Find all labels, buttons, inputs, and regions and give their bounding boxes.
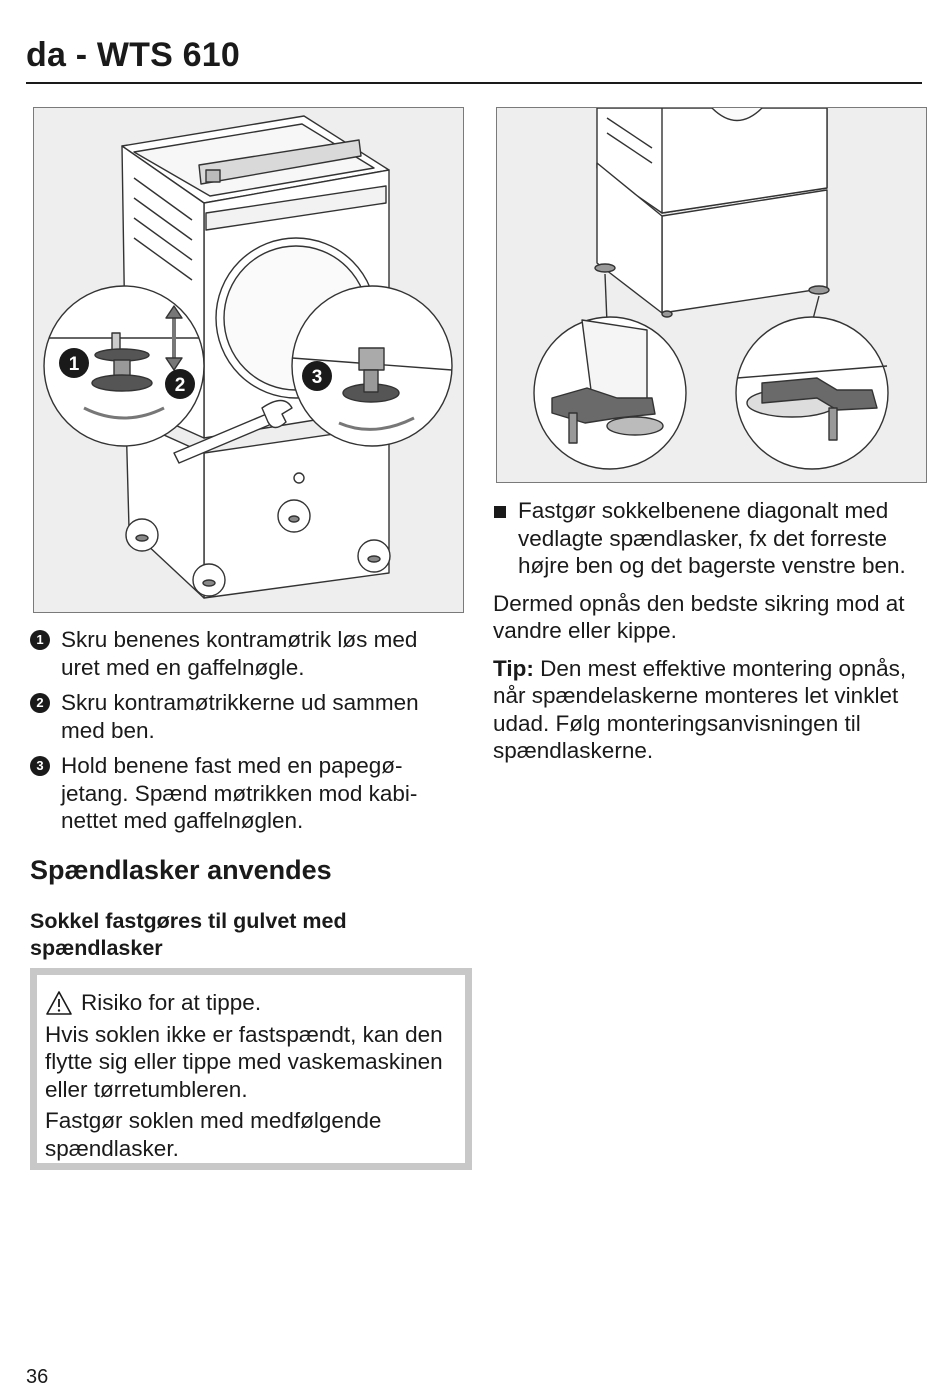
figure-bracket-fastening	[496, 107, 927, 483]
step-text: Skru kontramøtrikkerne ud sammen med ben…	[61, 690, 419, 743]
callout-1: 1	[69, 354, 80, 375]
warning-triangle-icon	[46, 990, 72, 1015]
bracket-fastening-illustration	[533, 108, 889, 470]
list-item: Fastgør sokkelbenene diagonalt med vedla…	[493, 497, 918, 580]
tip-paragraph: Tip: Den mest effektive montering op­nås…	[493, 655, 918, 765]
callout-2: 2	[175, 375, 186, 396]
warning-title: Risiko for at tippe.	[81, 990, 262, 1015]
list-item: 3 Hold benene fast med en papegø­jetang.…	[30, 752, 460, 835]
list-item: 2 Skru kontramøtrikkerne ud sammen med b…	[30, 689, 460, 744]
step-number-badge: 2	[30, 693, 50, 713]
adjustment-steps-list: 1 Skru benenes kontramøtrik løs med uret…	[30, 626, 460, 843]
sub-heading: Sokkel fastgøres til gulvet med spændlas…	[30, 909, 347, 960]
callout-numbers: 1 2 3	[59, 348, 332, 399]
section-heading: Spændlasker anvendes	[30, 855, 332, 885]
paragraph: Dermed opnås den bedste sikring mod at v…	[493, 590, 905, 644]
step-text: Skru benenes kontramøtrik løs med uret m…	[61, 627, 418, 680]
callout-3: 3	[312, 367, 323, 388]
bullet-text: Fastgør sokkelbenene diagonalt med vedla…	[518, 498, 906, 578]
warning-body-text: Hvis soklen ikke er fastspændt, kan den …	[45, 1021, 443, 1102]
warning-box: Risiko for at tippe. Hvis soklen ikke er…	[30, 968, 472, 1170]
step-number-badge: 1	[30, 630, 50, 650]
bullet-square-icon	[494, 506, 506, 518]
tip-label: Tip:	[493, 655, 534, 681]
step-number-badge: 3	[30, 756, 50, 776]
page-number: 36	[26, 1366, 49, 1388]
step-text: Hold benene fast med en papegø­jetang. S…	[61, 753, 418, 833]
figure-leg-adjustment: 1 2 3	[33, 107, 464, 613]
warning-body-text: Fastgør soklen med medfølgende spændlask…	[45, 1108, 382, 1161]
right-column: Fastgør sokkelbenene diagonalt med vedla…	[493, 497, 918, 775]
page-header-title: da - WTS 610	[26, 36, 241, 74]
leg-adjustment-illustration: 1 2 3	[43, 115, 453, 599]
list-item: 1 Skru benenes kontramøtrik løs med uret…	[30, 626, 460, 681]
header-divider	[26, 82, 922, 84]
tip-text: Den mest effektive montering op­nås, når…	[493, 655, 907, 764]
